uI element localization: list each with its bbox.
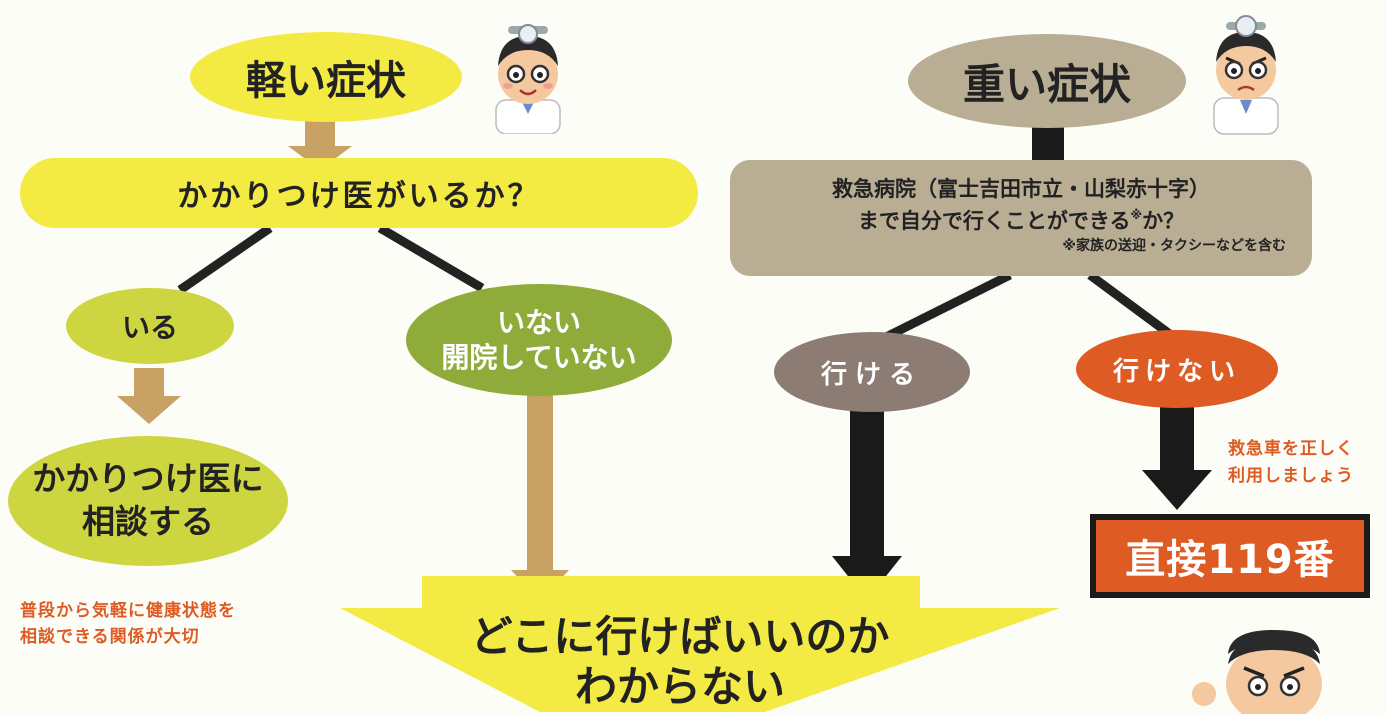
- branch-can-go: 行ける: [774, 332, 970, 412]
- question-line2-wrap: まで自分で行くことができる※か？: [730, 206, 1312, 238]
- consult-line2: 相談する: [82, 502, 214, 541]
- branch-no: いない 開院していない: [406, 284, 672, 396]
- question-line1: 救急病院（富士吉田市立・山梨赤十字）: [832, 177, 1210, 201]
- branch-yes: いる: [66, 288, 234, 364]
- determined-doctor-icon: [1192, 630, 1322, 714]
- big-arrow-down: [340, 576, 1060, 712]
- can-go-hospital-question: 救急病院（富士吉田市立・山梨赤十字） まで自分で行くことができる※か？ ※家族の…: [730, 160, 1312, 276]
- unsure-line2: わからない: [574, 662, 785, 712]
- branch-no-line1: いない: [496, 306, 581, 339]
- branch-no-line2: 開院していない: [441, 341, 637, 374]
- question-line2: まで自分で行くことができる: [857, 208, 1131, 233]
- connector-line-can-go: [877, 270, 1013, 345]
- mild-symptoms-title: 軽い症状: [190, 32, 462, 122]
- question-note: ※家族の送迎・タクシーなどを含む: [1062, 238, 1286, 254]
- has-family-doctor-question: かかりつけ医がいるか？: [20, 158, 698, 228]
- connector-line-cannot-go: [1087, 271, 1178, 342]
- connector-line-yes: [177, 224, 273, 294]
- arrow-down-tan-2: [117, 368, 181, 424]
- relationship-note: 普段から気軽に健康状態を 相談できる関係が大切: [20, 598, 236, 651]
- consult-family-doctor: かかりつけ医に 相談する: [8, 436, 288, 566]
- smiling-doctor-icon: [495, 24, 561, 134]
- use-ambulance-line2: 利用しましょう: [1228, 466, 1354, 487]
- serious-doctor-icon: [1213, 15, 1279, 135]
- arrow-down-tan-3: [511, 392, 569, 602]
- relationship-note-line1: 普段から気軽に健康状態を: [20, 601, 236, 621]
- use-ambulance-line1: 救急車を正しく: [1228, 439, 1354, 459]
- arrow-down-black-2: [832, 410, 902, 600]
- consult-line1: かかりつけ医に: [32, 459, 264, 499]
- call-119-inner: 直接119番: [1096, 520, 1364, 592]
- question-end: か？: [1142, 208, 1185, 233]
- branch-cannot-go: 行けない: [1076, 330, 1278, 408]
- use-ambulance-note: 救急車を正しく 利用しましょう: [1228, 436, 1354, 490]
- severe-symptoms-title: 重い症状: [908, 34, 1186, 128]
- unsure-where-to-go: どこに行けばいいのか わからない: [430, 612, 930, 713]
- unsure-line1: どこに行けばいいのか: [470, 612, 890, 661]
- question-asterisk: ※: [1130, 207, 1143, 222]
- call-119-box: 直接119番: [1090, 514, 1370, 598]
- arrow-down-black-3: [1142, 404, 1212, 510]
- connector-line-no: [377, 224, 485, 292]
- relationship-note-line2: 相談できる関係が大切: [20, 627, 200, 648]
